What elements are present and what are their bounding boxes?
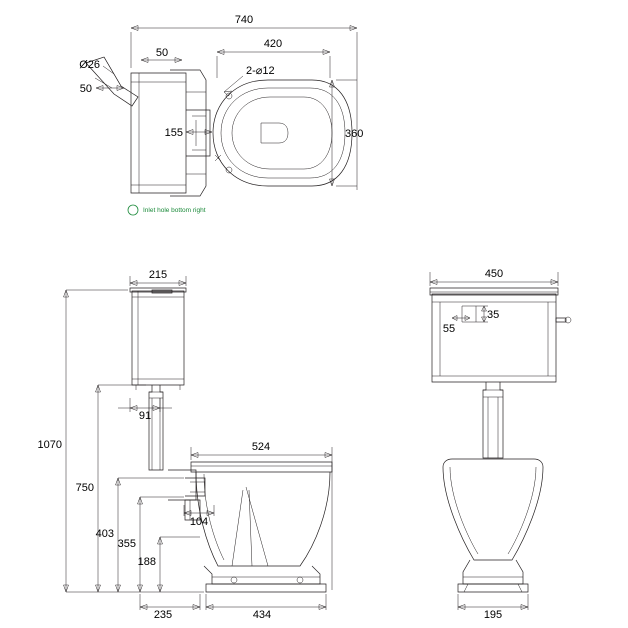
front-view-cistern xyxy=(429,287,572,383)
dimension-360-label: 360 xyxy=(345,128,363,140)
top-view-cistern-outline xyxy=(130,72,187,194)
dimension-55: 55 xyxy=(443,315,471,335)
dimension-2-hole-12-label: 2-⌀12 xyxy=(246,65,275,77)
top-view-inlet-pipe xyxy=(85,56,139,107)
dimension-91-label: 91 xyxy=(139,410,151,422)
dimension-403: 403 xyxy=(96,477,184,593)
dimension-1070-label: 1070 xyxy=(38,439,62,451)
front-view-pan xyxy=(442,458,544,593)
side-view: 215 91 1070 750 xyxy=(38,269,333,621)
dimension-434: 434 xyxy=(205,594,327,621)
dimension-2-hole-12: 2-⌀12 xyxy=(223,65,275,97)
side-view-cistern xyxy=(129,287,187,390)
dimension-91: 91 xyxy=(118,398,172,422)
dimension-355: 355 xyxy=(118,496,184,593)
dimension-155: 155 xyxy=(165,127,213,139)
dimension-450-label: 450 xyxy=(485,268,503,280)
dimension-740: 740 xyxy=(130,14,358,190)
top-view: 740 420 360 50 xyxy=(79,14,363,216)
dimension-195: 195 xyxy=(457,594,529,621)
dimension-360: 360 xyxy=(329,79,363,187)
inlet-note: Inlet hole bottom right xyxy=(127,204,206,216)
dimension-50-upper-label: 50 xyxy=(156,47,168,59)
dimension-195-label: 195 xyxy=(484,609,502,621)
dimension-1070: 1070 xyxy=(38,289,204,593)
dimension-155-label: 155 xyxy=(165,127,183,139)
side-view-flush-pipe xyxy=(148,385,164,471)
dimension-35-label: 35 xyxy=(487,309,499,321)
dimension-235-label: 235 xyxy=(154,609,172,621)
dimension-diameter-26: Ø26 xyxy=(79,59,115,75)
dimension-524: 524 xyxy=(190,441,333,590)
top-view-connector xyxy=(170,69,211,197)
front-view-flush-pipe xyxy=(482,382,504,459)
dimension-450: 450 xyxy=(429,268,559,286)
dimension-420-label: 420 xyxy=(264,38,282,50)
dimension-50-upper: 50 xyxy=(140,47,183,63)
dimension-403-label: 403 xyxy=(96,528,114,540)
dimension-420: 420 xyxy=(216,38,331,78)
dimension-215-label: 215 xyxy=(149,269,167,281)
dimension-50-lower: 50 xyxy=(80,83,125,95)
dimension-434-label: 434 xyxy=(253,609,271,621)
dimension-188: 188 xyxy=(138,536,200,593)
dimension-diameter-26-label: Ø26 xyxy=(79,59,100,71)
dimension-235: 235 xyxy=(139,594,201,621)
top-view-bowl-outline xyxy=(212,79,353,187)
dimension-55-label: 55 xyxy=(443,323,455,335)
dimension-104: 104 xyxy=(183,505,215,528)
dimension-750: 750 xyxy=(76,384,146,593)
dimension-355-label: 355 xyxy=(118,538,136,550)
dimension-750-label: 750 xyxy=(76,482,94,494)
front-view: 450 35 55 195 xyxy=(429,268,572,621)
dimension-740-label: 740 xyxy=(235,14,253,26)
dimension-524-label: 524 xyxy=(252,441,270,453)
dimension-215: 215 xyxy=(129,269,187,286)
inlet-note-label: Inlet hole bottom right xyxy=(143,207,206,214)
dimension-104-label: 104 xyxy=(190,516,208,528)
dimension-188-label: 188 xyxy=(138,556,156,568)
dimension-50-lower-label: 50 xyxy=(80,83,92,95)
dimension-35: 35 xyxy=(476,305,499,323)
